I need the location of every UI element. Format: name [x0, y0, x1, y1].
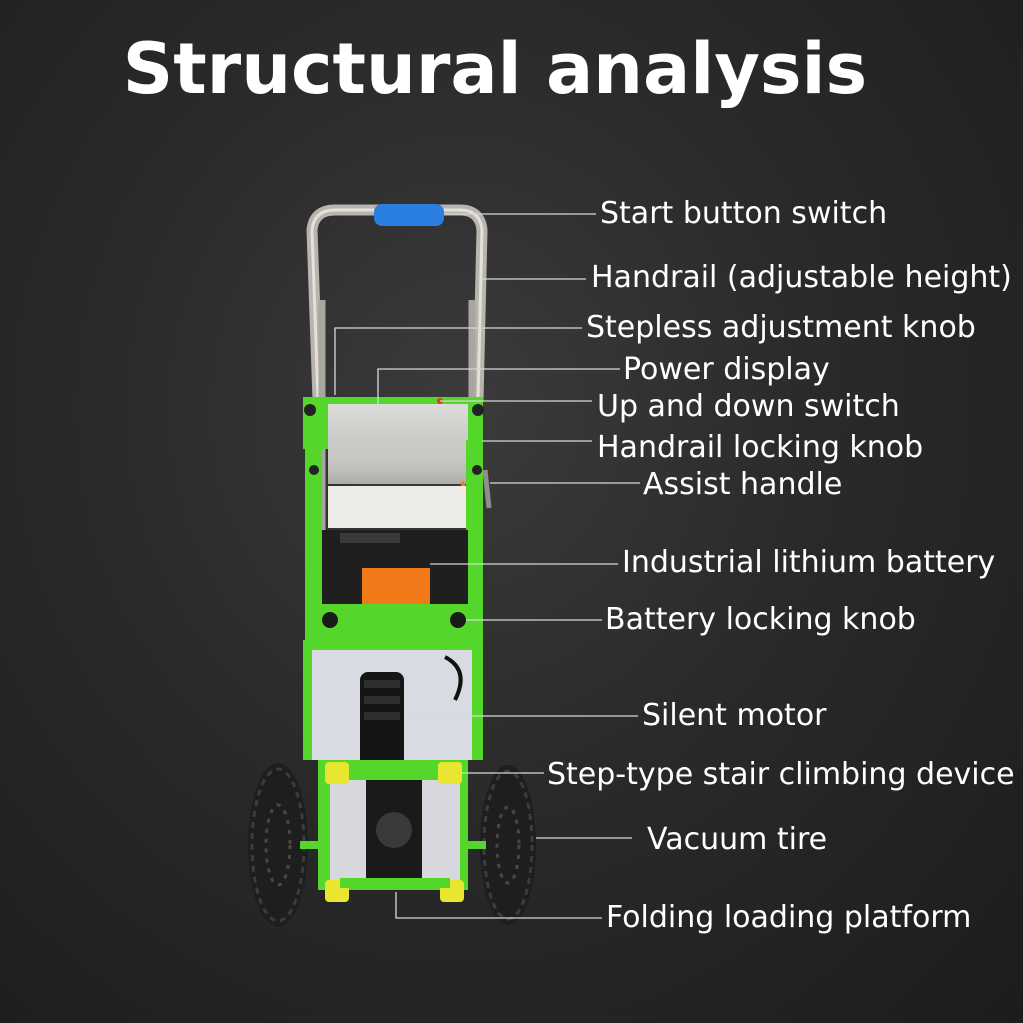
leader-power-display — [377, 368, 620, 404]
page-title: Structural analysis — [122, 28, 868, 110]
label-assist-handle: Assist handle — [643, 467, 843, 502]
vacuum-tire-left — [248, 763, 308, 927]
battery-locking-knob — [322, 612, 338, 628]
folding-loading-platform — [340, 878, 450, 888]
label-folding-loading-platform: Folding loading platform — [606, 900, 972, 935]
vacuum-tire-right — [480, 765, 536, 925]
label-step-type-stair-climbing-device: Step-type stair climbing device — [547, 757, 1015, 792]
roller-left — [325, 762, 349, 784]
label-silent-motor: Silent motor — [642, 698, 827, 733]
leader-stepless-knob — [334, 327, 582, 395]
label-battery-locking-knob: Battery locking knob — [605, 602, 916, 637]
start-button-handle — [374, 204, 444, 226]
label-power-display: Power display — [623, 352, 830, 387]
label-handrail: Handrail (adjustable height) — [591, 260, 1012, 295]
leader-lines — [334, 213, 640, 919]
label-handrail-locking-knob: Handrail locking knob — [597, 430, 924, 465]
label-start-button-switch: Start button switch — [600, 196, 888, 231]
handrail — [306, 204, 488, 406]
assist-handle — [482, 469, 492, 509]
label-up-and-down-switch: Up and down switch — [597, 389, 900, 424]
label-industrial-lithium-battery: Industrial lithium battery — [622, 545, 996, 580]
label-stepless-adjustment-knob: Stepless adjustment knob — [586, 310, 976, 345]
label-vacuum-tire: Vacuum tire — [647, 822, 828, 857]
leader-loading-platform — [395, 892, 602, 919]
